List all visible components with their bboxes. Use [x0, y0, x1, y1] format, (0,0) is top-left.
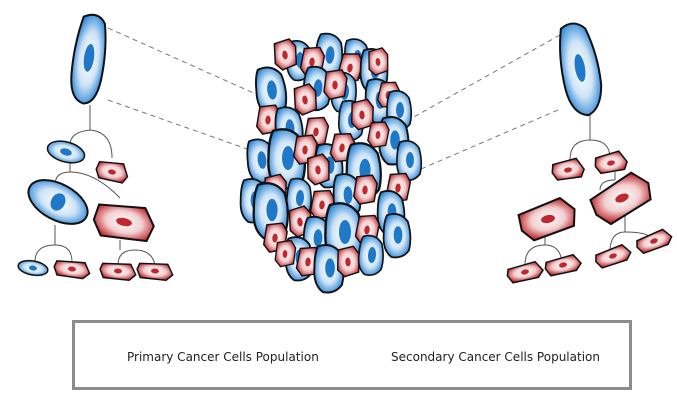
tumor-secondary-cell [273, 38, 298, 71]
left-secondary-cell-medium [92, 203, 155, 243]
left-primary-cell-large [70, 13, 107, 105]
tumor-primary-cell [382, 213, 412, 259]
tumor-secondary-cell [307, 153, 330, 186]
tumor-primary-cell [396, 140, 423, 182]
left-primary-cell-small [46, 140, 86, 164]
right-secondary-cell-tiny-a [506, 260, 544, 284]
tumor-primary-cell [357, 234, 384, 277]
left-secondary-cell-small [95, 160, 129, 184]
tumor-secondary-cell [337, 245, 360, 278]
legend-secondary-label: Secondary Cancer Cells Population [391, 350, 600, 364]
left-lineage-tree [17, 13, 174, 281]
tumor-secondary-cell [367, 121, 390, 149]
tumor-secondary-cell [323, 69, 348, 101]
tumor-secondary-cell [274, 239, 297, 268]
right-lineage-tree [506, 22, 673, 284]
legend-primary-label: Primary Cancer Cells Population [127, 350, 319, 364]
tumor-secondary-cell [352, 174, 378, 205]
tumor-secondary-cell [368, 47, 389, 76]
left-primary-cell-tiny [17, 259, 49, 277]
right-secondary-cell-tiny-d [636, 228, 673, 255]
right-secondary-cell-tiny-c [595, 243, 632, 269]
zoom-lines [107, 27, 561, 179]
legend: Primary Cancer Cells Population Secondar… [72, 320, 632, 390]
tumor-mass [239, 32, 423, 294]
left-secondary-cell-tiny-a [53, 260, 91, 280]
right-secondary-cell-tiny-b [544, 253, 582, 277]
tumor-secondary-cell [293, 83, 318, 116]
right-secondary-cell-b [594, 150, 628, 175]
right-secondary-cell-medium-b [589, 171, 652, 226]
tumor-primary-cell [255, 66, 288, 116]
left-secondary-cell-tiny-c [136, 262, 174, 281]
left-secondary-cell-tiny-b [99, 262, 137, 281]
tumor-secondary-cell [255, 104, 281, 135]
left-primary-cell-medium [27, 179, 89, 225]
right-primary-cell-large [559, 22, 603, 117]
right-secondary-cell-medium-a [517, 196, 576, 242]
right-secondary-cell-a [551, 157, 585, 181]
